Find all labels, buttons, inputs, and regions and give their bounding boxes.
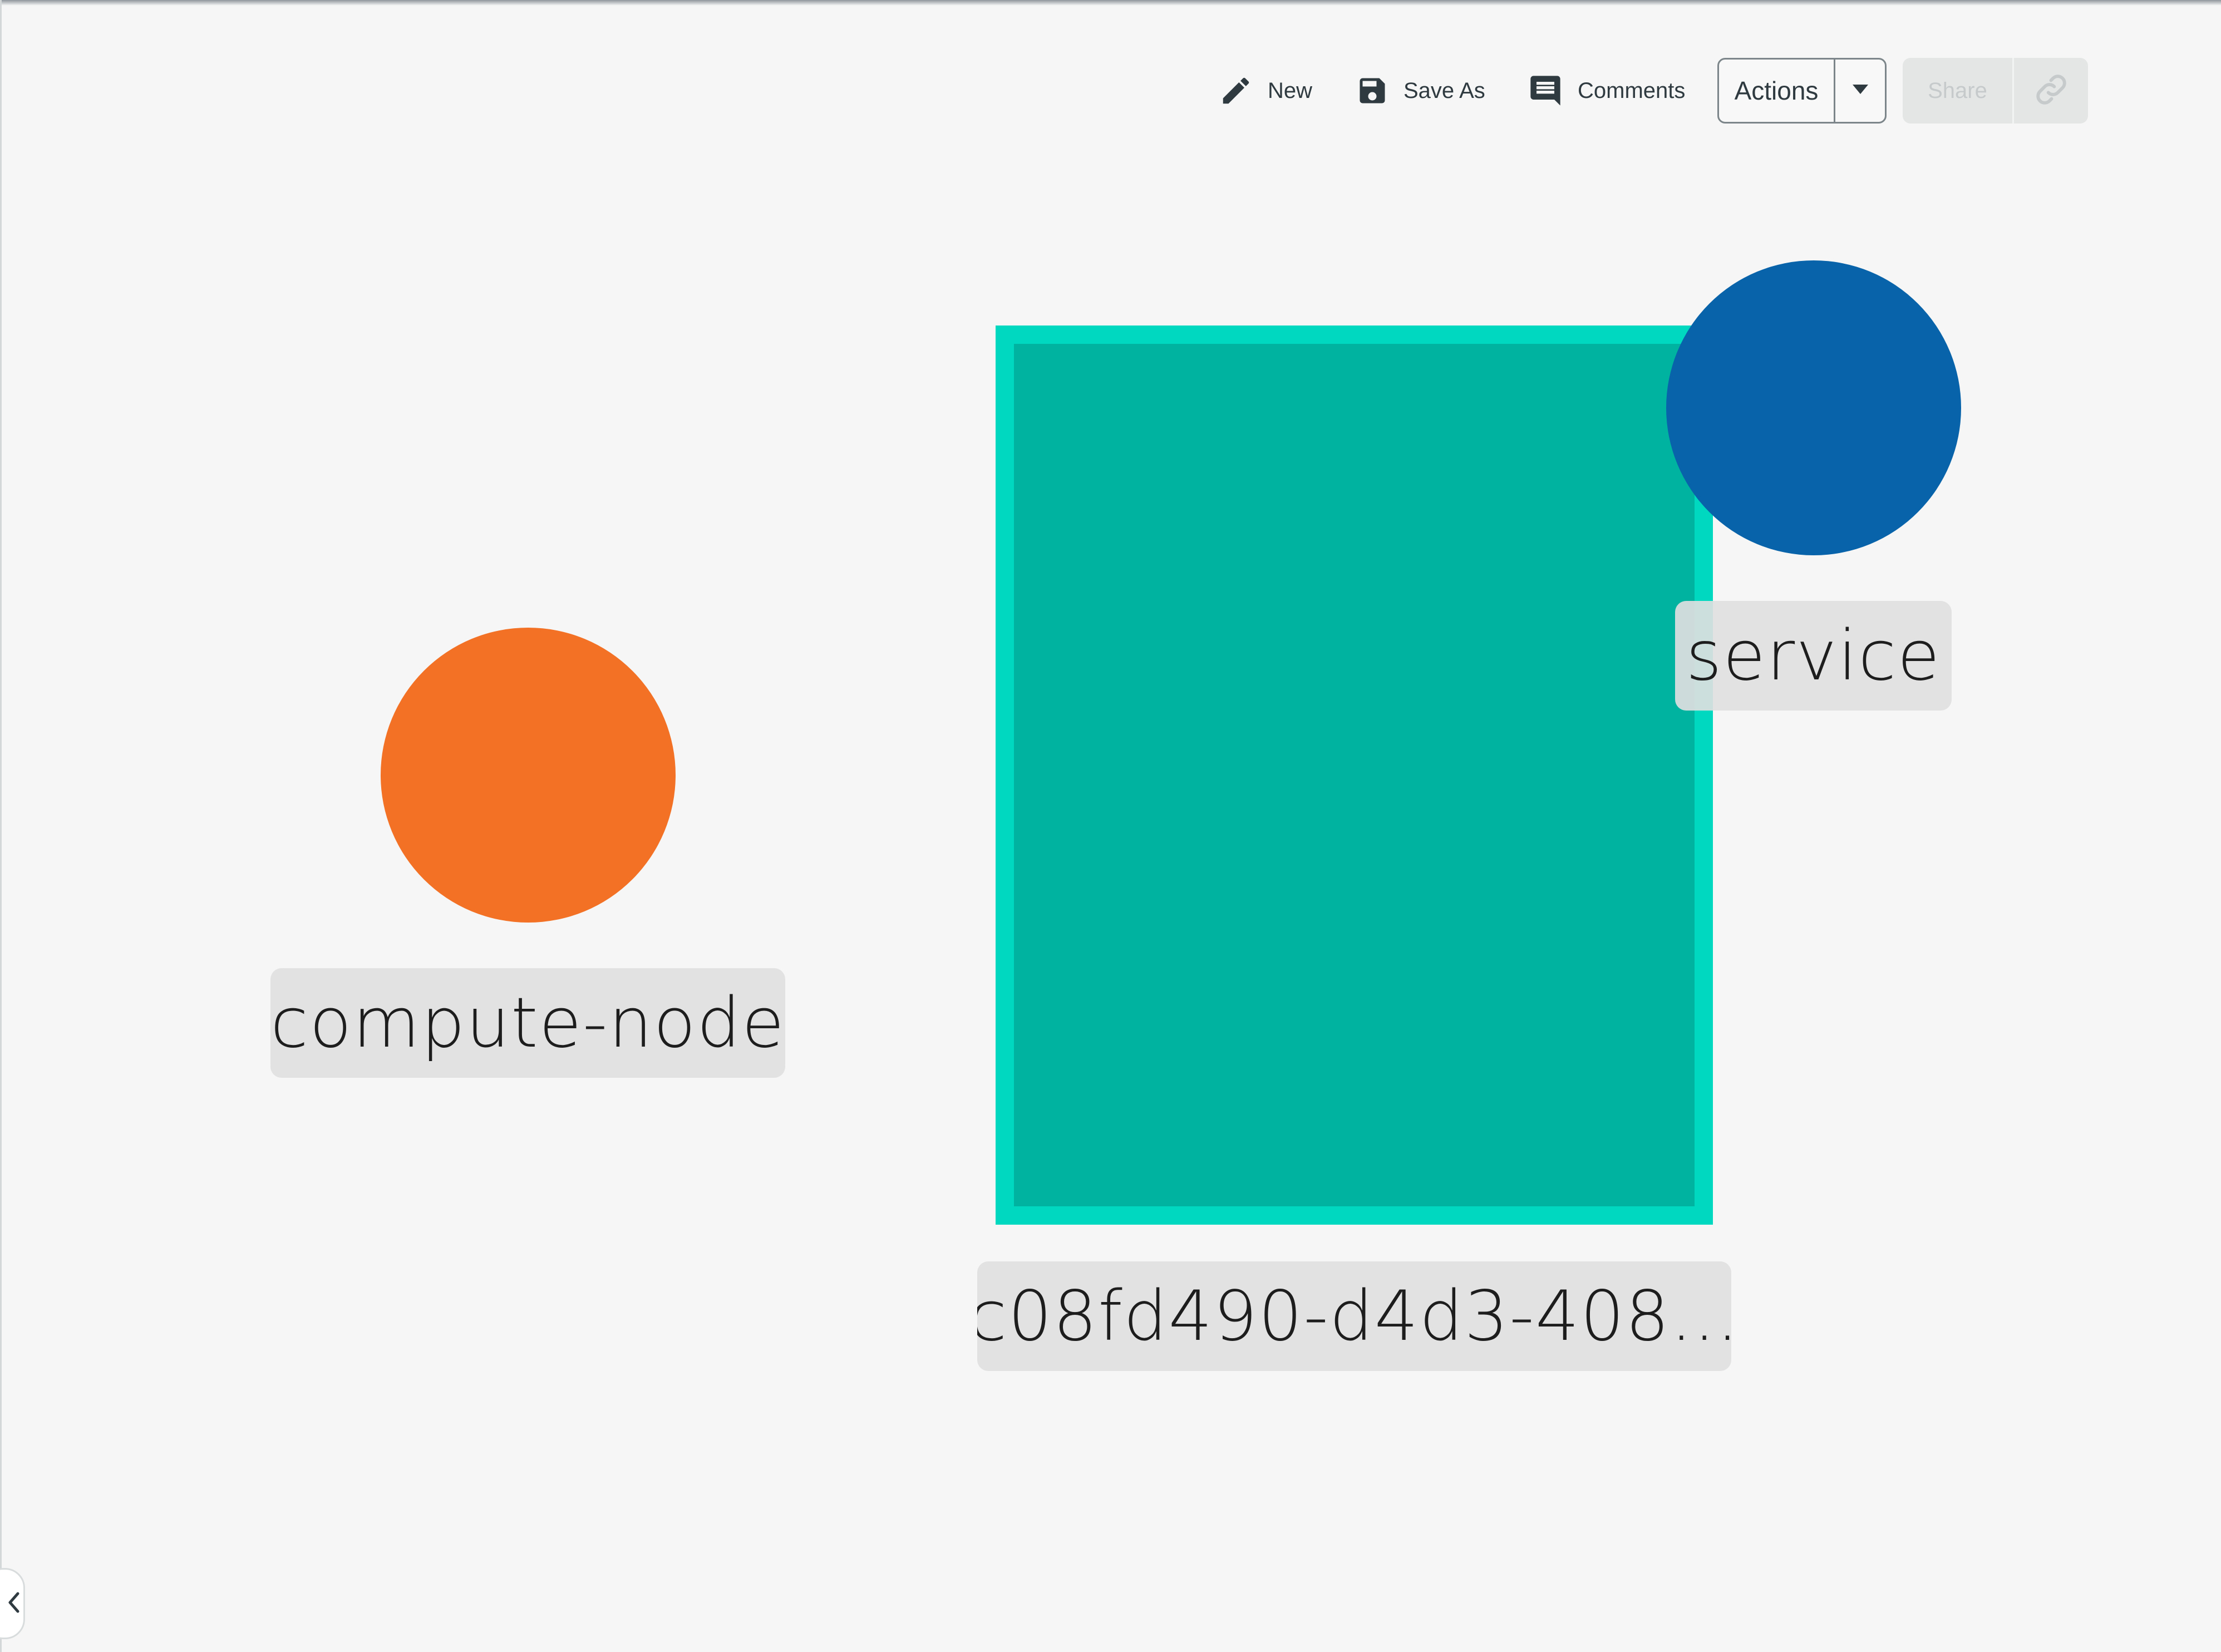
service-node-label[interactable]: service — [1675, 601, 1952, 711]
left-border — [0, 0, 2, 1652]
new-label: New — [1268, 78, 1313, 103]
comments-label: Comments — [1578, 78, 1686, 103]
actions-divider — [1834, 60, 1835, 122]
actions-split-button: Actions — [1717, 58, 1887, 124]
share-button[interactable]: Share — [1928, 78, 1987, 103]
share-split-button: Share — [1903, 58, 2088, 124]
chevron-left-icon — [7, 1591, 20, 1616]
compute-node-label[interactable]: compute-node — [270, 968, 785, 1078]
container-node[interactable] — [996, 326, 1713, 1225]
share-divider — [2012, 58, 2014, 124]
link-icon — [2033, 72, 2069, 110]
sidebar-toggle-button[interactable] — [0, 1568, 25, 1639]
service-node-circle[interactable] — [1666, 260, 1961, 555]
comments-button[interactable]: Comments — [1528, 71, 1685, 110]
copy-link-button[interactable] — [2014, 58, 2088, 124]
actions-dropdown-button[interactable] — [1835, 60, 1885, 122]
compute-node-circle[interactable] — [381, 628, 676, 923]
floppy-disk-icon — [1356, 74, 1389, 107]
actions-button[interactable]: Actions — [1734, 76, 1819, 105]
save-as-label: Save As — [1403, 78, 1485, 103]
comment-icon — [1528, 73, 1563, 109]
save-as-button[interactable]: Save As — [1356, 71, 1485, 110]
caret-down-icon — [1852, 84, 1868, 97]
container-node-label[interactable]: c08fd490-d4d3-408... — [977, 1261, 1731, 1371]
pencil-icon — [1219, 73, 1253, 108]
new-button[interactable]: New — [1219, 71, 1312, 110]
window-top-shadow — [0, 0, 2221, 6]
